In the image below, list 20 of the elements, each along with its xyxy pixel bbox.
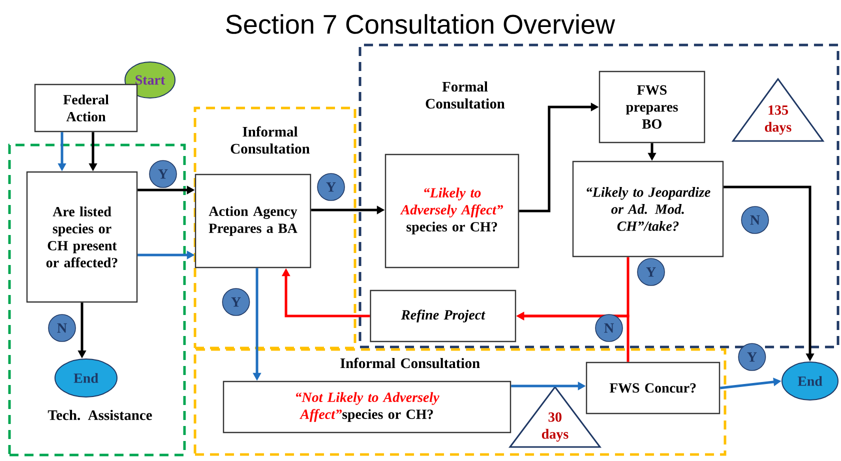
end-oval: End: [54, 358, 118, 398]
edge-label: Y: [222, 288, 250, 316]
end-oval: End: [782, 362, 838, 400]
process-box: FWS prepares BO: [598, 70, 706, 144]
edge-label: Y: [738, 343, 766, 371]
edge-label: Y: [149, 160, 177, 188]
edge-label: Y: [637, 258, 665, 286]
process-box: FWS Concur?: [586, 362, 720, 414]
edge-label: N: [48, 314, 76, 342]
edge-label: N: [595, 314, 623, 342]
process-box: “Not Likely to Adversely Affect”species or CH?: [222, 380, 512, 434]
process-box: Action Agency Prepares a BA: [194, 174, 312, 268]
process-box: “Likely to Jeopardize or Ad. Mod. CH”/take?: [572, 160, 724, 258]
process-box: Refine Project: [370, 290, 516, 342]
process-box: Federal Action: [34, 84, 138, 132]
process-box: “Likely to Adversely Affect” species or CH?: [384, 154, 520, 268]
title: Section 7 Consultation Overview: [226, 14, 616, 34]
edge-label: Y: [317, 173, 345, 201]
edge-label: N: [741, 206, 769, 234]
process-box: Are listed species or CH present or affected?: [26, 171, 138, 303]
